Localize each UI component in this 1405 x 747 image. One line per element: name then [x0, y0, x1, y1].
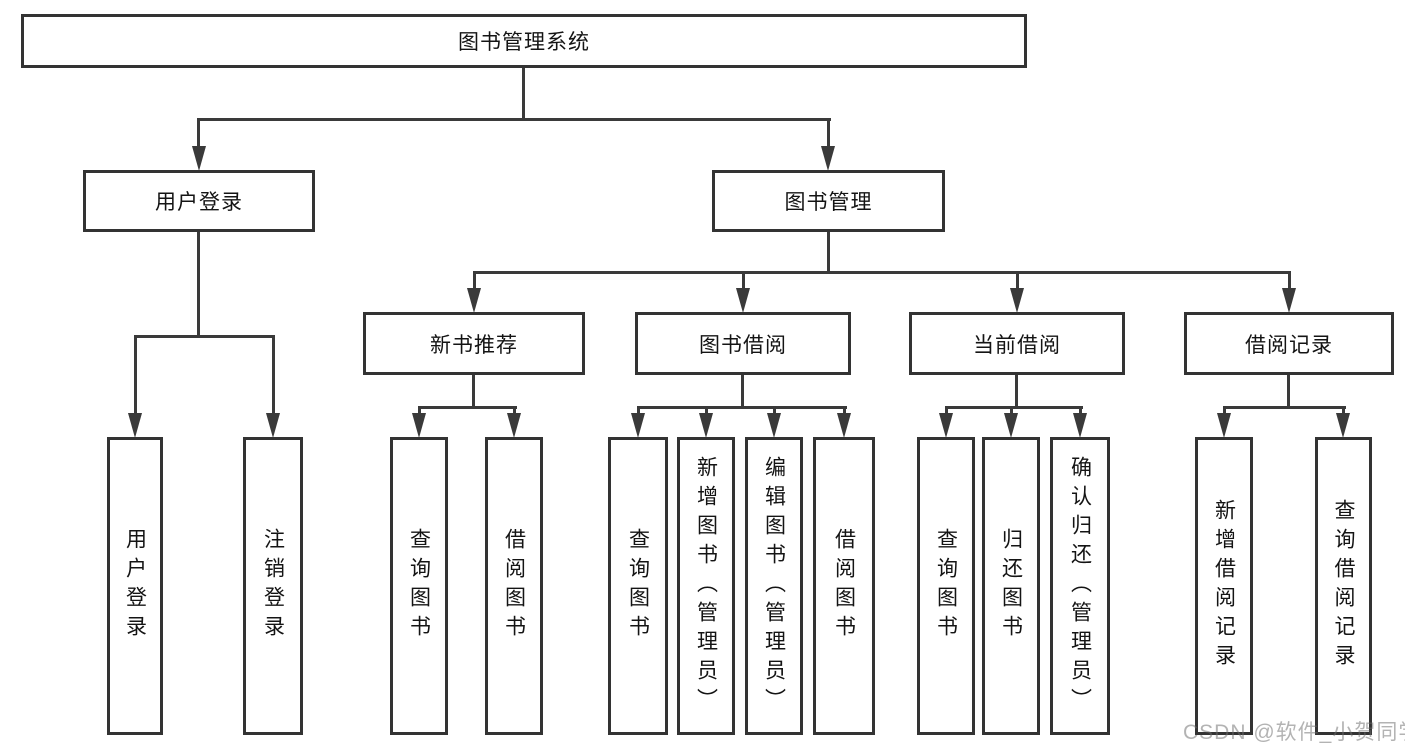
connector-line — [272, 335, 275, 417]
connector-line — [637, 406, 847, 409]
node-new-book-recommend-label: 新书推荐 — [430, 333, 518, 357]
connector-line — [522, 66, 525, 120]
leaf-recommend-query-book-label: 查询图书 — [407, 528, 431, 644]
leaf-recommend-borrow-book: 借阅图书 — [485, 437, 543, 735]
leaf-logout-label: 注销登录 — [261, 528, 285, 644]
leaf-borrow-book: 借阅图书 — [813, 437, 875, 735]
node-user-login: 用户登录 — [83, 170, 315, 232]
node-book-management-label: 图书管理 — [784, 191, 873, 214]
node-borrow-record-label: 借阅记录 — [1245, 333, 1333, 357]
leaf-borrow-book-label: 借阅图书 — [832, 528, 856, 644]
arrowhead-down-icon — [192, 146, 206, 171]
connector-line — [1010, 406, 1013, 418]
leaf-add-book-admin: 新增图书（管理员） — [677, 437, 735, 735]
connector-line — [945, 406, 948, 418]
arrowhead-down-icon — [939, 413, 953, 438]
connector-line — [1016, 271, 1019, 291]
arrowhead-down-icon — [1010, 288, 1024, 313]
arrowhead-down-icon — [767, 413, 781, 438]
arrowhead-down-icon — [699, 413, 713, 438]
arrowhead-down-icon — [821, 146, 835, 171]
connector-line — [637, 406, 640, 418]
node-new-book-recommend: 新书推荐 — [363, 312, 585, 375]
arrowhead-down-icon — [507, 413, 521, 438]
connector-line — [134, 335, 137, 417]
arrowhead-down-icon — [631, 413, 645, 438]
connector-line — [134, 335, 275, 338]
arrowhead-down-icon — [1004, 413, 1018, 438]
leaf-query-borrow-record-label: 查询借阅记录 — [1332, 499, 1355, 673]
connector-line — [1287, 373, 1290, 409]
connector-line — [1342, 406, 1345, 418]
leaf-add-borrow-record-label: 新增借阅记录 — [1212, 499, 1236, 673]
leaf-recommend-query-book: 查询图书 — [390, 437, 448, 735]
connector-line — [827, 118, 830, 150]
connector-line — [472, 373, 475, 409]
arrowhead-down-icon — [837, 413, 851, 438]
node-book-management: 图书管理 — [712, 170, 945, 232]
connector-line — [473, 271, 1290, 274]
connector-line — [1015, 373, 1018, 409]
leaf-confirm-return-admin-label: 确认归还（管理员） — [1068, 455, 1092, 717]
connector-line — [473, 271, 476, 291]
leaf-edit-book-admin: 编辑图书（管理员） — [745, 437, 803, 735]
leaf-query-borrow-record: 查询借阅记录 — [1315, 437, 1372, 735]
arrowhead-down-icon — [412, 413, 426, 438]
leaf-add-borrow-record: 新增借阅记录 — [1195, 437, 1253, 735]
connector-line — [418, 406, 421, 418]
node-user-login-label: 用户登录 — [155, 191, 243, 214]
connector-line — [1223, 406, 1346, 409]
arrowhead-down-icon — [1073, 413, 1087, 438]
leaf-logout: 注销登录 — [243, 437, 303, 735]
connector-line — [197, 118, 831, 121]
leaf-edit-book-admin-label: 编辑图书（管理员） — [762, 455, 786, 717]
node-root-label: 图书管理系统 — [458, 31, 590, 54]
leaf-add-book-admin-label: 新增图书（管理员） — [694, 455, 718, 717]
arrowhead-down-icon — [128, 413, 142, 438]
csdn-watermark: CSDN @软件_小贺同学 — [1183, 721, 1405, 744]
connector-line — [843, 406, 846, 418]
connector-line — [1223, 406, 1226, 418]
connector-line — [418, 406, 517, 409]
connector-line — [945, 406, 1083, 409]
arrowhead-down-icon — [1282, 288, 1296, 313]
node-book-borrow: 图书借阅 — [635, 312, 851, 375]
arrowhead-down-icon — [736, 288, 750, 313]
leaf-borrow-query-book: 查询图书 — [608, 437, 668, 735]
connector-line — [773, 406, 776, 418]
leaf-user-login-label: 用户登录 — [123, 528, 147, 644]
connector-line — [197, 118, 200, 150]
arrowhead-down-icon — [467, 288, 481, 313]
leaf-return-book-label: 归还图书 — [999, 528, 1023, 644]
leaf-user-login: 用户登录 — [107, 437, 163, 735]
arrowhead-down-icon — [266, 413, 280, 438]
node-current-borrow-label: 当前借阅 — [973, 333, 1061, 357]
connector-line — [742, 271, 745, 291]
leaf-recommend-borrow-book-label: 借阅图书 — [502, 528, 526, 644]
node-book-borrow-label: 图书借阅 — [699, 333, 787, 357]
node-current-borrow: 当前借阅 — [909, 312, 1125, 375]
connector-line — [705, 406, 708, 418]
connector-line — [1288, 271, 1291, 291]
connector-line — [827, 230, 830, 273]
node-borrow-record: 借阅记录 — [1184, 312, 1394, 375]
leaf-return-book: 归还图书 — [982, 437, 1040, 735]
connector-line — [1079, 406, 1082, 418]
leaf-current-query-book-label: 查询图书 — [934, 528, 958, 644]
leaf-confirm-return-admin: 确认归还（管理员） — [1050, 437, 1110, 735]
arrowhead-down-icon — [1336, 413, 1350, 438]
node-root: 图书管理系统 — [21, 14, 1027, 68]
connector-line — [197, 230, 200, 337]
connector-line — [741, 373, 744, 409]
arrowhead-down-icon — [1217, 413, 1231, 438]
leaf-borrow-query-book-label: 查询图书 — [626, 528, 650, 644]
connector-line — [513, 406, 516, 418]
leaf-current-query-book: 查询图书 — [917, 437, 975, 735]
